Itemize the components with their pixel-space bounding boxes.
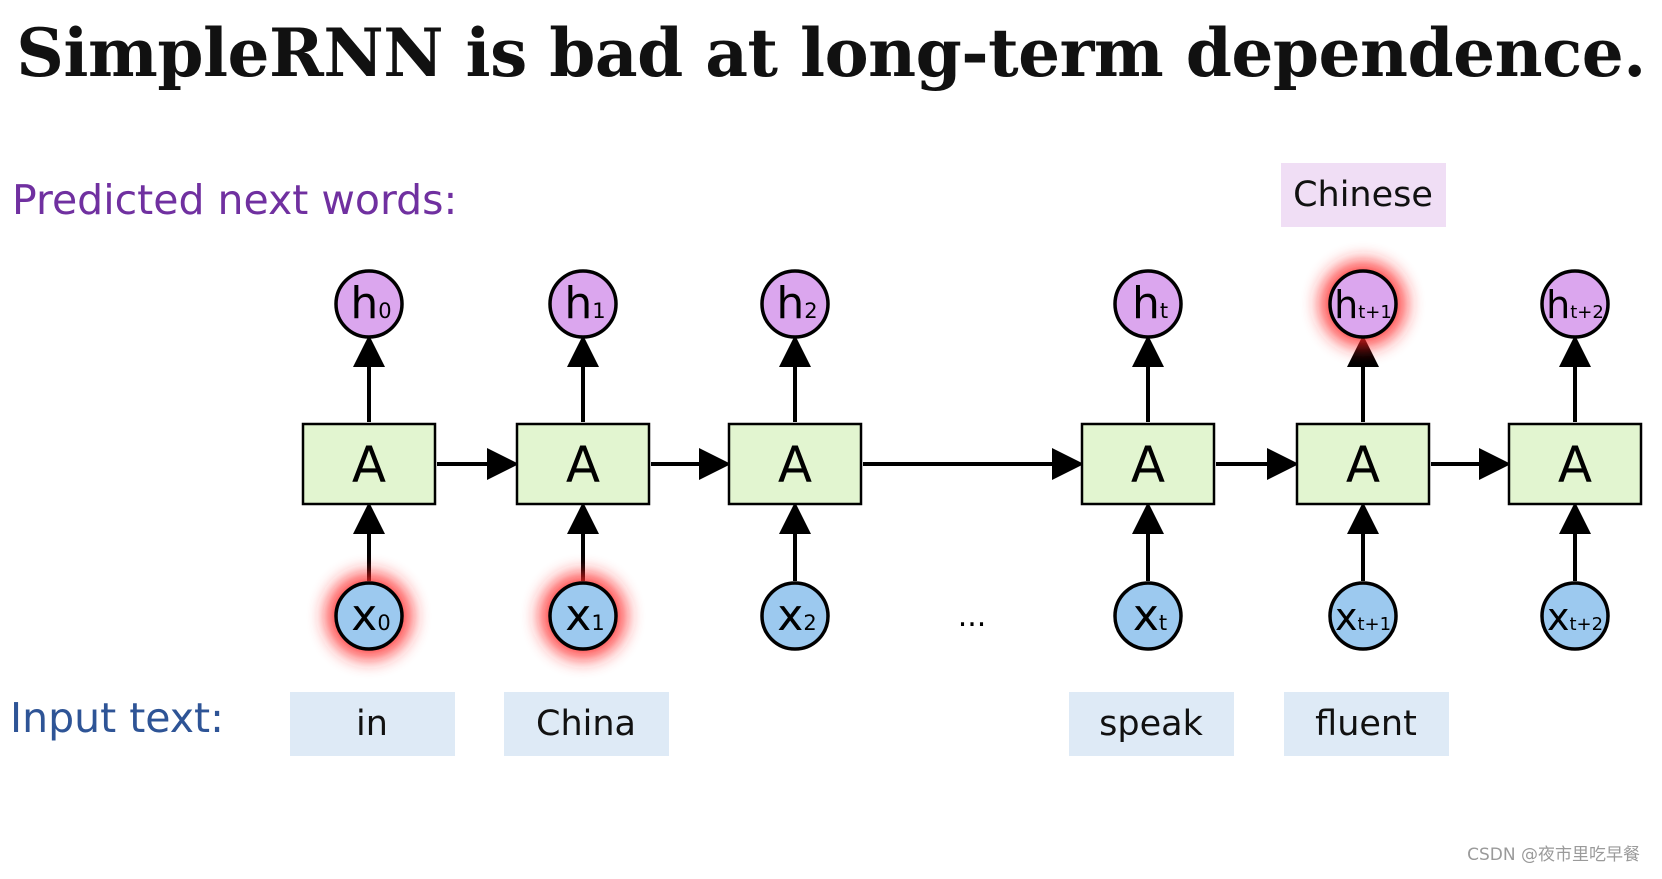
input-vector-1: x1 [540,573,626,659]
hidden-state-1-circle [548,269,618,339]
input-vector-5: xt+2 [1540,581,1610,651]
input-vector-4-label: xt+1 [1335,595,1391,639]
input-vector-5-label: xt+2 [1547,595,1603,639]
input-vector-0-circle [334,581,404,651]
input-vector-4: xt+1 [1328,581,1398,651]
input-vector-2-label: x2 [777,590,816,641]
input-word-4: fluent [1283,692,1449,756]
hidden-state-5-circle [1540,269,1610,339]
input-vector-0: x0 [326,573,412,659]
hidden-state-5-label: ht+2 [1546,283,1604,327]
input-word-3: speak [1068,692,1234,756]
rnn-cell-label-1: A [566,436,600,494]
ellipsis: ... [958,599,987,634]
predicted-next-words-label: Predicted next words: [12,176,458,224]
predicted-word-4: Chinese [1280,163,1446,227]
hidden-state-4: ht+1 [1320,261,1406,347]
input-vector-2-circle [760,581,830,651]
input-vector-2: x2 [760,581,830,651]
rnn-cell-3 [1080,422,1216,506]
rnn-cell-label-0: A [352,436,386,494]
rnn-cell-1 [515,422,651,506]
input-vector-0-label: x0 [351,590,390,641]
slide-title: SimpleRNN is bad at long-term dependence… [16,14,1646,92]
hidden-state-3-circle [1113,269,1183,339]
watermark: CSDN @夜市里吃早餐 [1467,845,1640,865]
input-vector-3-circle [1113,581,1183,651]
rnn-cell-label-5: A [1558,436,1592,494]
input-word-1: China [503,692,669,756]
input-vector-5-circle [1540,581,1610,651]
rnn-cell-label-3: A [1131,436,1165,494]
input-vector-1-label: x1 [565,590,604,641]
rnn-cell-0 [301,422,437,506]
hidden-state-1-label: h1 [564,278,605,329]
hidden-state-2-circle [760,269,830,339]
input-text-label: Input text: [10,694,224,742]
rnn-cell-2 [727,422,863,506]
hidden-state-0: h0 [334,269,404,339]
input-vector-3: xt [1113,581,1183,651]
input-word-0: in [289,692,455,756]
rnn-cell-4 [1295,422,1431,506]
hidden-state-0-label: h0 [350,278,391,329]
hidden-state-2: h2 [760,269,830,339]
input-vector-3-label: xt [1133,590,1167,641]
hidden-state-3: ht [1113,269,1183,339]
rnn-cell-label-2: A [778,436,812,494]
hidden-state-4-label: ht+1 [1334,283,1392,327]
hidden-state-2-label: h2 [776,278,817,329]
hidden-state-5: ht+2 [1540,269,1610,339]
hidden-state-0-circle [334,269,404,339]
hidden-state-4-circle [1328,269,1398,339]
hidden-state-1: h1 [548,269,618,339]
rnn-cell-5 [1507,422,1643,506]
hidden-state-3-label: ht [1132,278,1168,329]
input-vector-1-circle [548,581,618,651]
input-vector-4-circle [1328,581,1398,651]
rnn-cell-label-4: A [1346,436,1380,494]
